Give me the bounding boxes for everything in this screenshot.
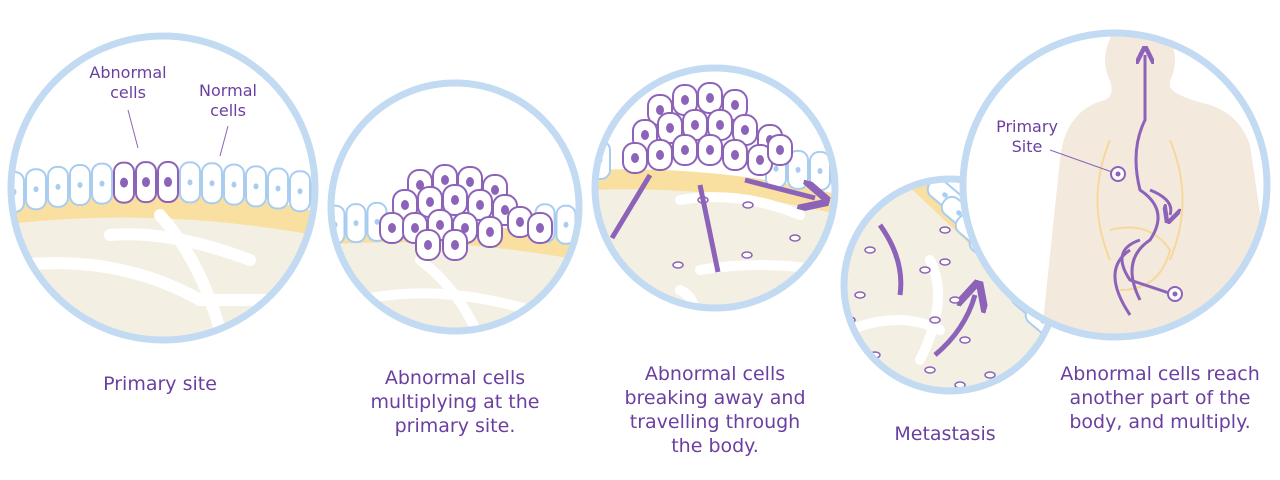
normal-cell (91, 162, 113, 205)
normal-cell (267, 167, 289, 210)
normal-cell (223, 163, 245, 206)
abnormal-cell (527, 212, 553, 244)
circulating-cell (959, 336, 971, 344)
circulating-cell (672, 261, 684, 269)
circulating-cell (929, 316, 941, 324)
abnormal-cell (622, 142, 648, 174)
abnormal-cell (415, 229, 441, 261)
abnormal-cell (647, 139, 673, 171)
abnormal-cell (113, 161, 135, 204)
abnormal-cell (477, 216, 503, 248)
abnormal-cell (672, 134, 698, 166)
body-silhouette-icon (1040, 33, 1267, 337)
caption-primary-site: Primary site (103, 373, 217, 395)
abnormal-cell (442, 184, 468, 216)
normal-cell (809, 151, 831, 191)
circulating-cell (741, 251, 753, 259)
abnormal-cell (707, 109, 733, 141)
circulating-cell (742, 201, 754, 209)
abnormal-cell (157, 161, 179, 204)
normal-cell (289, 170, 311, 213)
abnormal-cell (467, 189, 493, 221)
normal-cell (345, 203, 367, 244)
abnormal-cell (379, 212, 405, 244)
normal-cell (245, 165, 267, 208)
circulating-cell (919, 266, 931, 274)
circulating-cell (939, 258, 951, 266)
abnormal-cell (507, 206, 533, 238)
caption-reach-another-part: Abnormal cells reach another part of the… (1060, 363, 1260, 433)
caption-breaking-away: Abnormal cells breaking away and travell… (624, 363, 806, 457)
caption-multiplying: Abnormal cells multiplying at the primar… (370, 367, 540, 437)
panel-breaking-away (591, 64, 839, 312)
normal-cell (47, 165, 69, 208)
circulating-cell (984, 371, 996, 379)
circulating-cell (854, 291, 866, 299)
panel-multiplying (327, 79, 583, 335)
caption-metastasis: Metastasis (894, 423, 996, 445)
circulating-cell (789, 234, 801, 242)
abnormal-cell (697, 82, 723, 114)
abnormal-cell (722, 139, 748, 171)
normal-cell (25, 168, 47, 211)
normal-cell (179, 161, 201, 204)
normal-cell (201, 162, 223, 205)
abnormal-cell (697, 134, 723, 166)
circulating-cell (949, 296, 961, 304)
normal-cell (69, 164, 91, 206)
abnormal-cell (442, 229, 468, 261)
circulating-cell (939, 226, 951, 234)
circulating-cell (864, 246, 876, 254)
abnormal-cell (135, 161, 157, 204)
circulating-cell (924, 366, 936, 374)
abnormal-cell (767, 134, 793, 166)
